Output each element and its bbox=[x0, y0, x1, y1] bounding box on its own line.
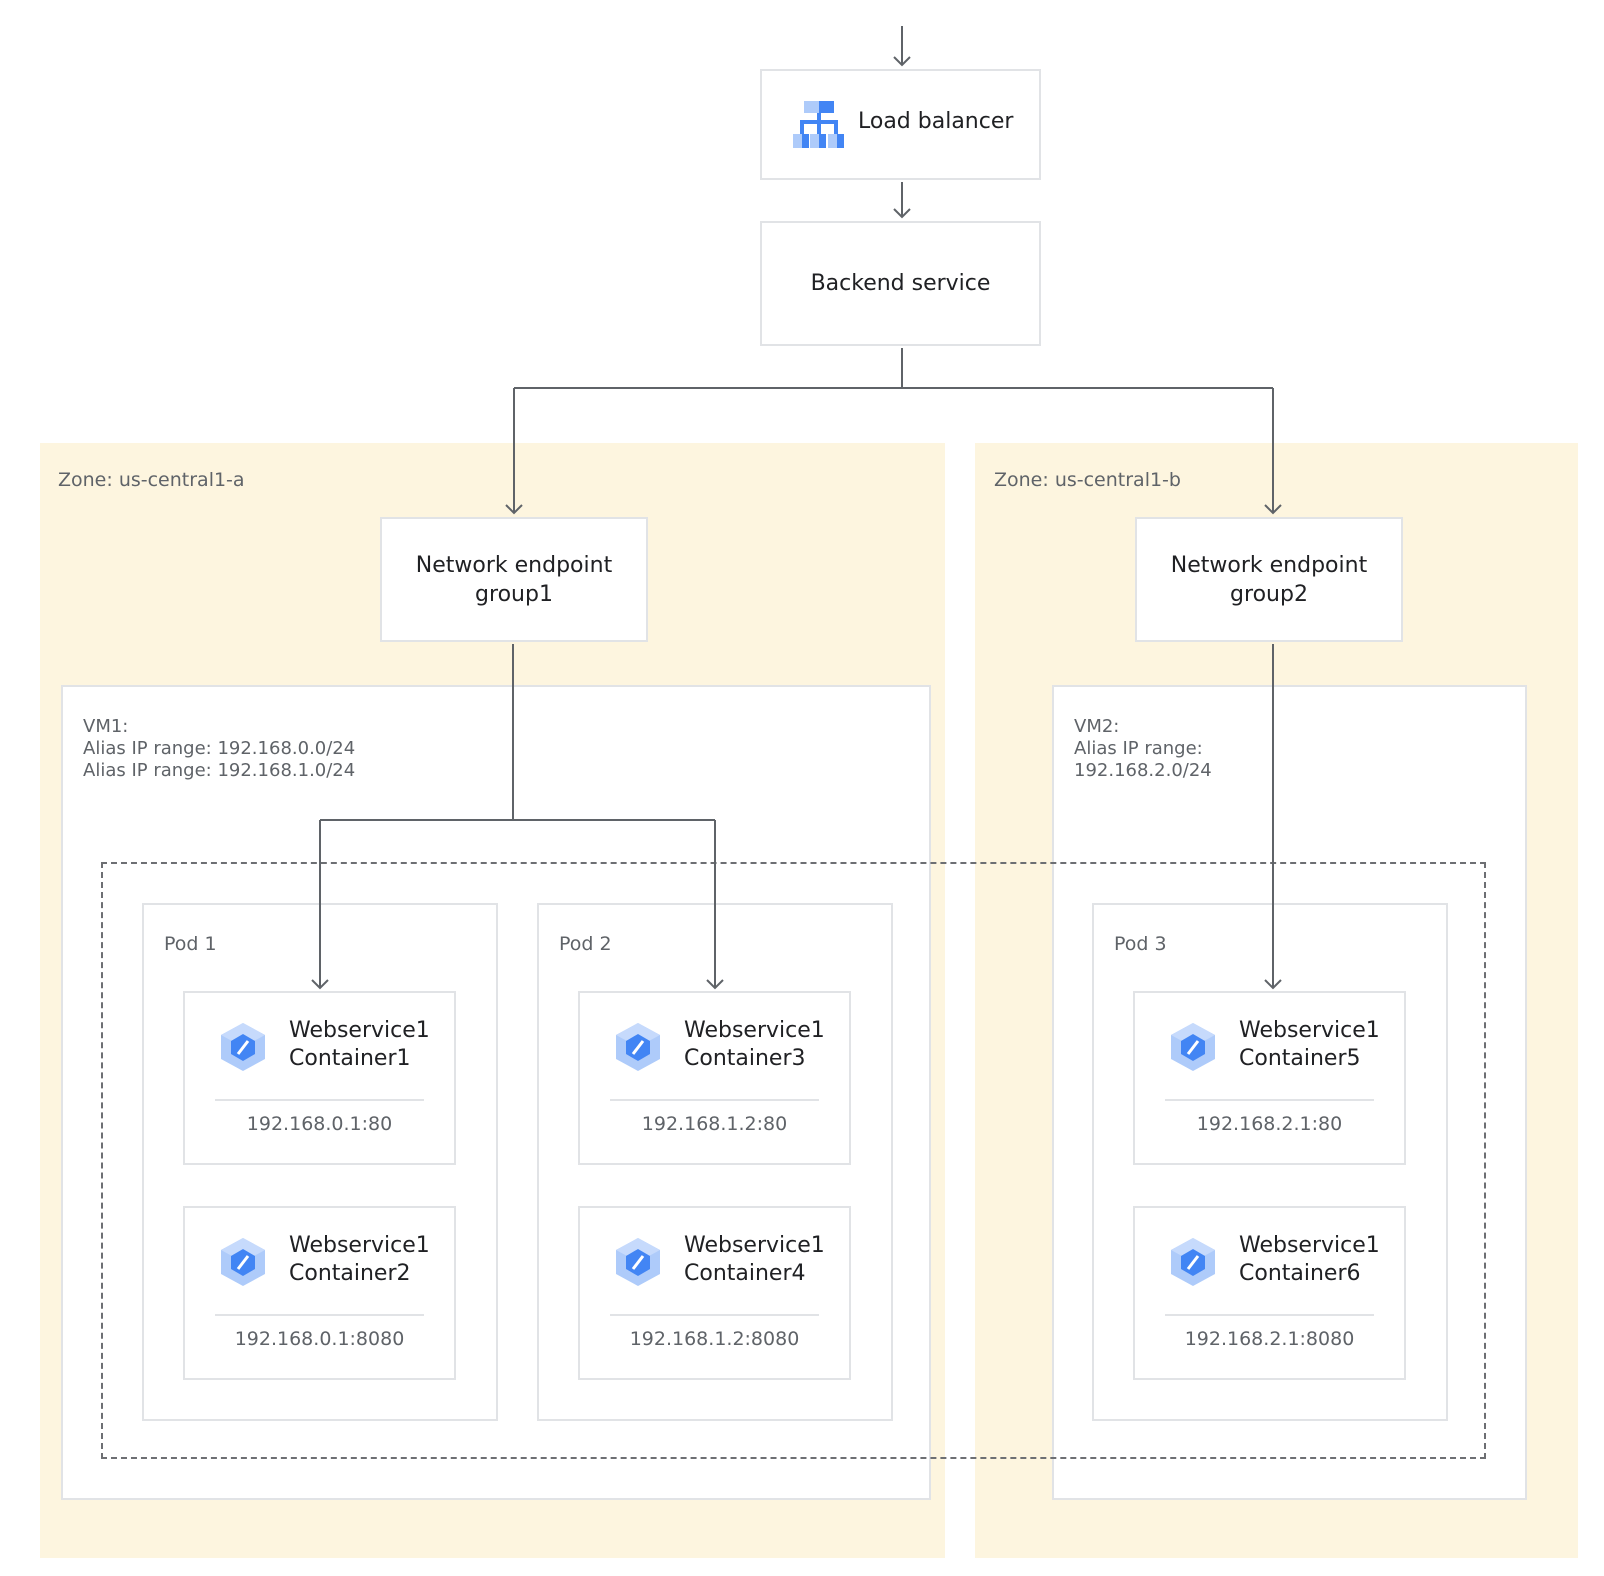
container-4-address: 192.168.1.2:8080 bbox=[629, 1328, 800, 1350]
load-balancer-label: Load balancer bbox=[858, 109, 1014, 134]
vm1-label: VM1: Alias IP range: 192.168.0.0/24 Alia… bbox=[83, 716, 355, 782]
backend-service-label: Backend service bbox=[810, 271, 991, 296]
neg-group2-line2: group2 bbox=[1230, 581, 1308, 607]
container-6-address: 192.168.2.1:8080 bbox=[1184, 1328, 1355, 1350]
container-divider bbox=[1165, 1314, 1374, 1316]
container-6-line2: Container6 bbox=[1239, 1261, 1361, 1286]
container-divider bbox=[1165, 1099, 1374, 1101]
vm1-name: VM1: bbox=[83, 716, 129, 737]
container-2-line2: Container2 bbox=[289, 1261, 411, 1286]
container-3-address: 192.168.1.2:80 bbox=[641, 1113, 788, 1135]
container-6-line1: Webservice1 bbox=[1239, 1233, 1380, 1258]
neg-group1-line1: Network endpoint bbox=[415, 552, 613, 578]
neg-group2-box[interactable]: Network endpoint group2 bbox=[1135, 517, 1403, 642]
container-5-line2: Container5 bbox=[1239, 1046, 1361, 1071]
container-4-line1: Webservice1 bbox=[684, 1233, 825, 1258]
connector-backend-split bbox=[514, 348, 1273, 389]
container-1-line2: Container1 bbox=[289, 1046, 411, 1071]
container-divider bbox=[215, 1099, 424, 1101]
neg-group1-box[interactable]: Network endpoint group1 bbox=[380, 517, 648, 642]
container-hexagon-icon bbox=[219, 1021, 267, 1073]
container-5-address: 192.168.2.1:80 bbox=[1196, 1113, 1343, 1135]
container-1-line1: Webservice1 bbox=[289, 1018, 430, 1043]
container-2-line1: Webservice1 bbox=[289, 1233, 430, 1258]
container-3-line2: Container3 bbox=[684, 1046, 806, 1071]
arrow-into-load-balancer bbox=[893, 26, 911, 67]
container-hexagon-icon bbox=[219, 1236, 267, 1288]
container-1-address: 192.168.0.1:80 bbox=[246, 1113, 393, 1135]
container-hexagon-icon bbox=[614, 1021, 662, 1073]
vm2-alias-range-value: 192.168.2.0/24 bbox=[1074, 760, 1212, 781]
container-divider bbox=[215, 1314, 424, 1316]
neg-group1-line2: group1 bbox=[475, 581, 553, 607]
container-hexagon-icon bbox=[1169, 1236, 1217, 1288]
vm2-label: VM2: Alias IP range: 192.168.2.0/24 bbox=[1074, 716, 1212, 782]
backend-service-box[interactable]: Backend service bbox=[760, 221, 1041, 346]
container-4-line2: Container4 bbox=[684, 1261, 806, 1286]
neg-group2-line1: Network endpoint bbox=[1170, 552, 1368, 578]
vm1-alias-range-2: Alias IP range: 192.168.1.0/24 bbox=[83, 760, 356, 781]
container-divider bbox=[610, 1314, 819, 1316]
load-balancer-box[interactable]: Load balancer bbox=[760, 69, 1041, 180]
container-5-line1: Webservice1 bbox=[1239, 1018, 1380, 1043]
zone-label-a: Zone: us-central1-a bbox=[58, 469, 245, 491]
container-hexagon-icon bbox=[1169, 1021, 1217, 1073]
container-hexagon-icon bbox=[614, 1236, 662, 1288]
arrow-lb-to-backend bbox=[893, 182, 911, 219]
container-divider bbox=[610, 1099, 819, 1101]
container-2-address: 192.168.0.1:8080 bbox=[234, 1328, 405, 1350]
zone-label-b: Zone: us-central1-b bbox=[994, 469, 1181, 491]
container-3-line1: Webservice1 bbox=[684, 1018, 825, 1043]
pod-3-label: Pod 3 bbox=[1114, 933, 1167, 955]
vm2-alias-range-label: Alias IP range: bbox=[1074, 738, 1203, 759]
service-boundary bbox=[101, 862, 1486, 1459]
vm1-alias-range-1: Alias IP range: 192.168.0.0/24 bbox=[83, 738, 356, 759]
pod-1-label: Pod 1 bbox=[164, 933, 217, 955]
pod-2-label: Pod 2 bbox=[559, 933, 612, 955]
vm2-name: VM2: bbox=[1074, 716, 1120, 737]
load-balancer-icon bbox=[792, 99, 846, 151]
